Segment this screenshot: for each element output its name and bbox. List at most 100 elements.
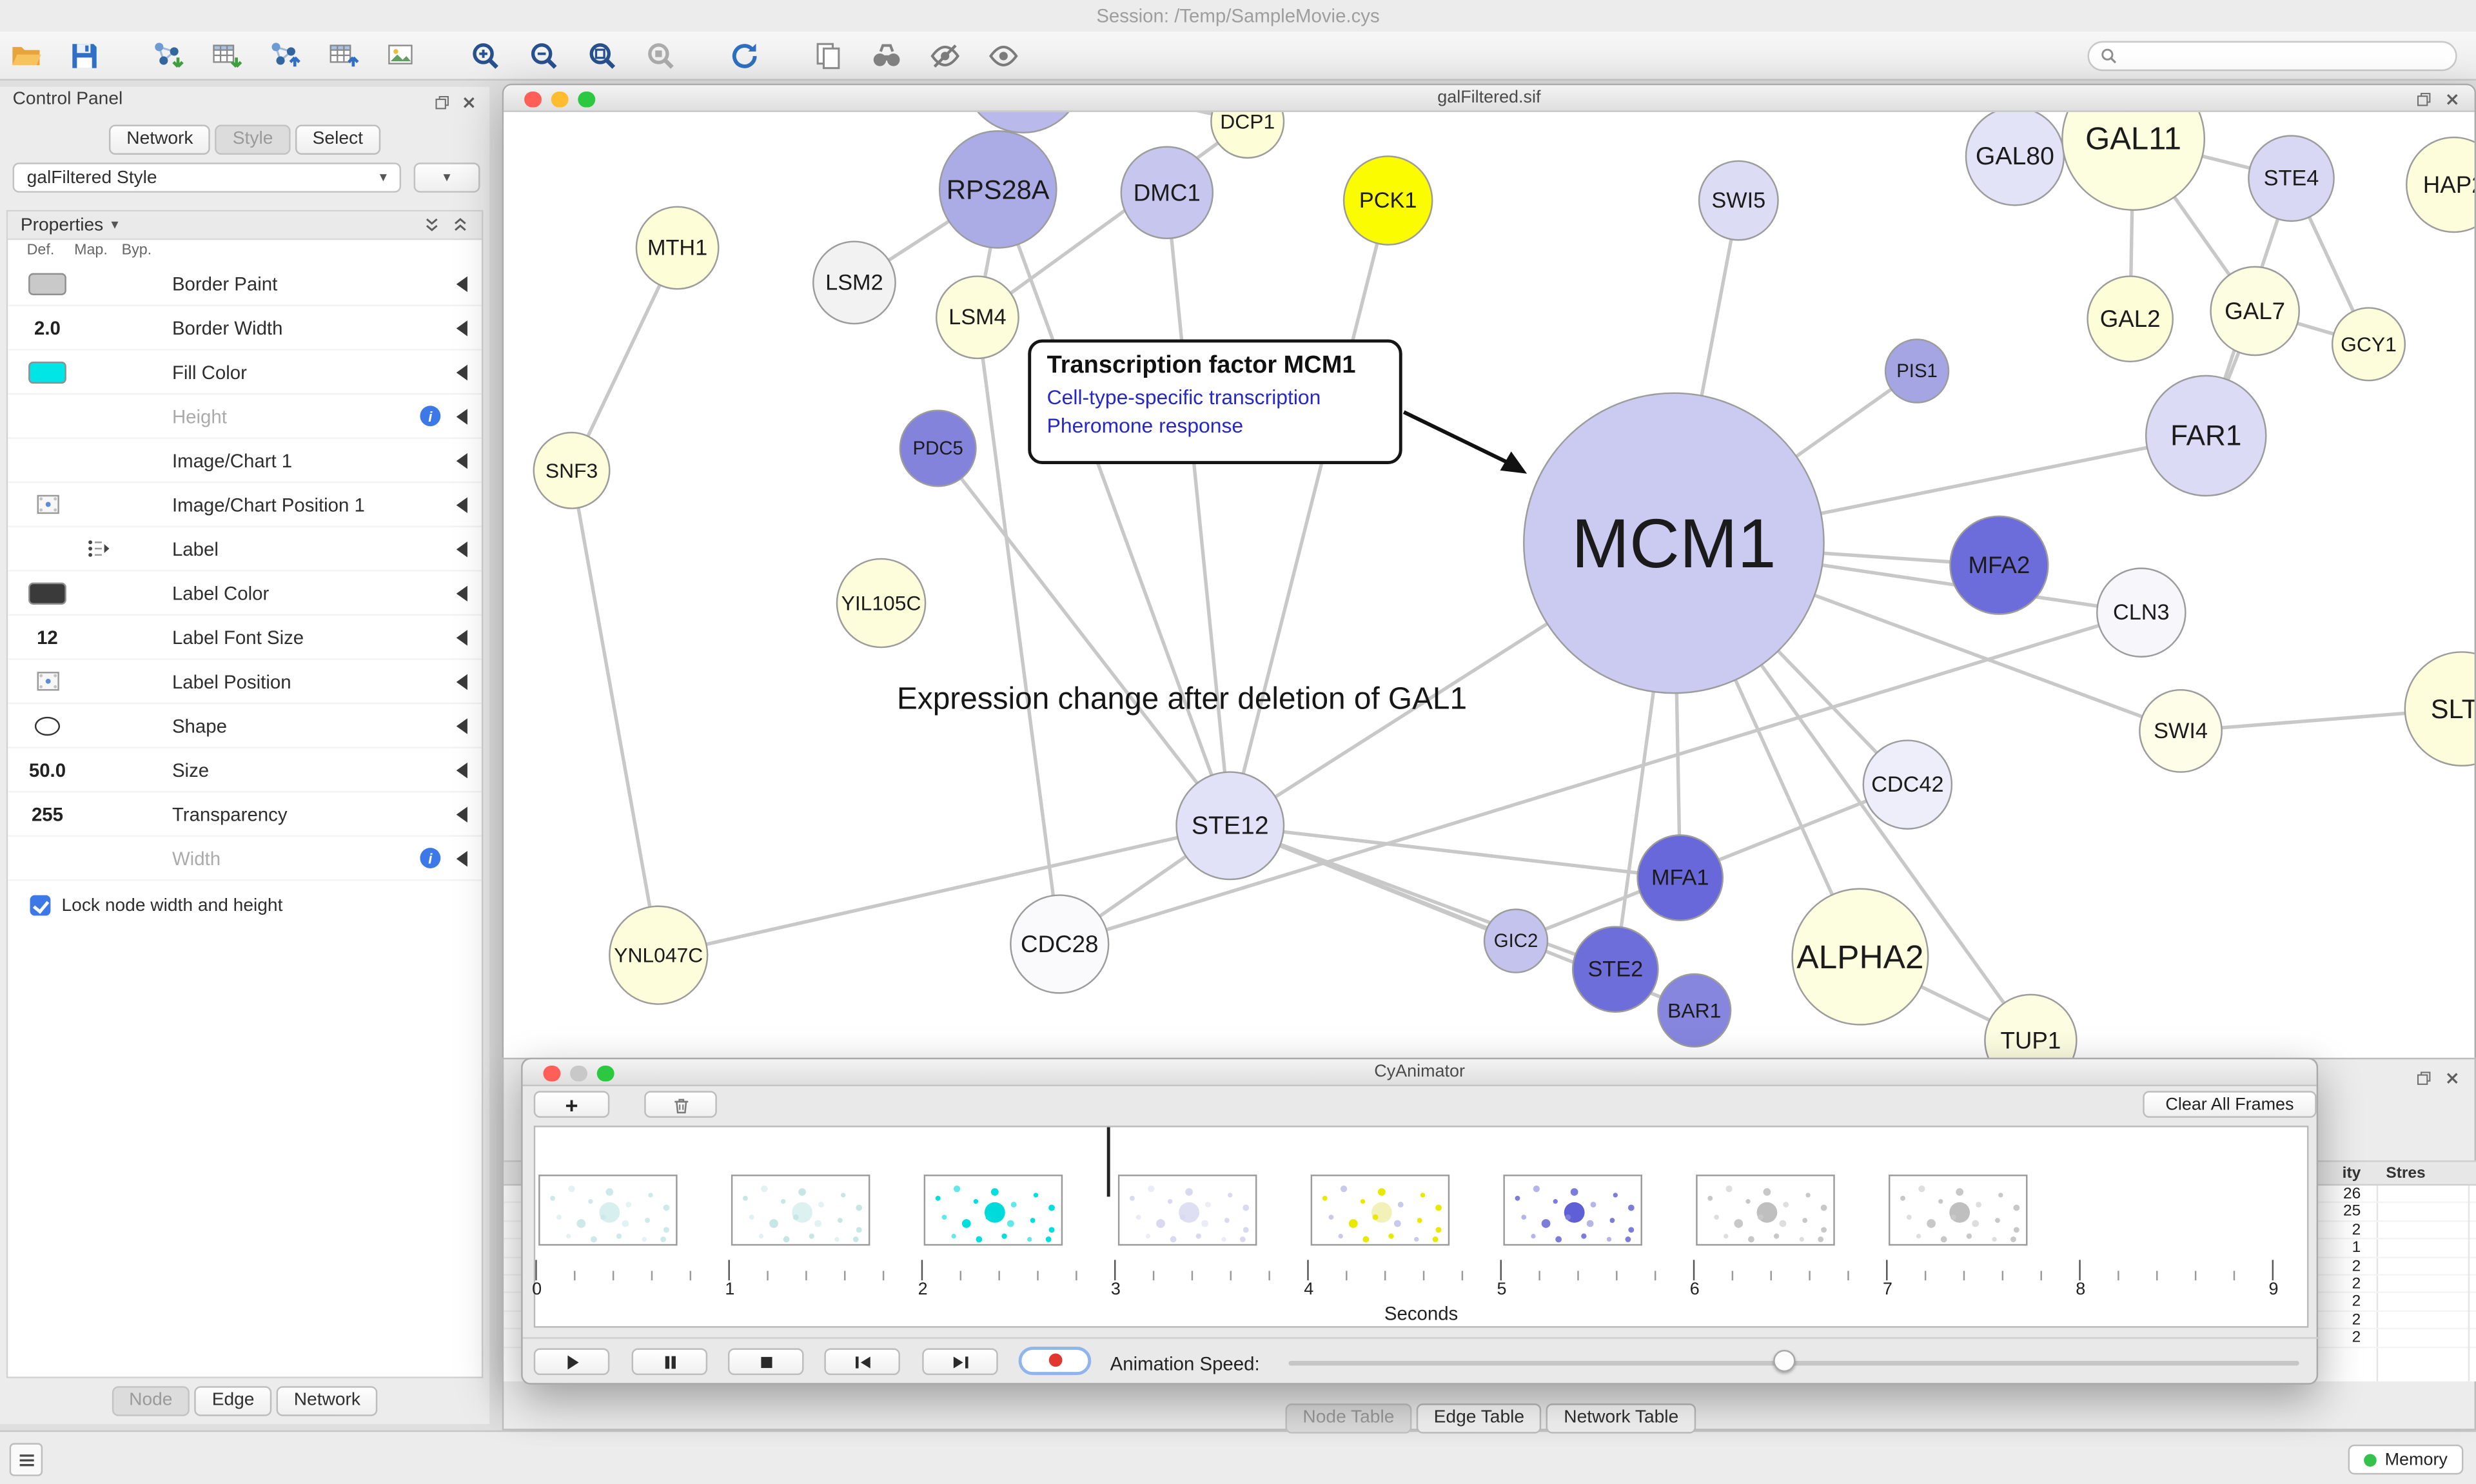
zoom-window-button[interactable] <box>578 90 595 108</box>
table-cell[interactable]: 2 <box>2352 1311 2361 1329</box>
node-LSM4[interactable]: LSM4 <box>936 275 1019 360</box>
expand-row-icon[interactable] <box>456 585 467 602</box>
color-swatch[interactable] <box>28 272 66 295</box>
frame-thumbnail-1[interactable] <box>538 1175 678 1246</box>
zoom-fit-icon[interactable] <box>584 38 619 73</box>
tab-network[interactable]: Network <box>276 1386 378 1416</box>
float-view-icon[interactable] <box>2413 89 2433 110</box>
property-row-label[interactable]: Label <box>8 527 482 572</box>
info-icon[interactable]: i <box>420 405 441 427</box>
node-MTH1[interactable]: MTH1 <box>635 206 720 290</box>
expand-row-icon[interactable] <box>456 497 467 513</box>
clear-all-frames-button[interactable]: Clear All Frames <box>2143 1091 2317 1118</box>
color-swatch[interactable] <box>28 360 66 383</box>
speed-slider-thumb[interactable] <box>1773 1349 1795 1372</box>
export-image-icon[interactable] <box>384 38 418 73</box>
node-MCM1[interactable]: MCM1 <box>1523 392 1825 694</box>
frame-thumbnail-5[interactable] <box>1310 1175 1449 1246</box>
property-row-fill-color[interactable]: Fill Color <box>8 351 482 395</box>
info-icon[interactable]: i <box>420 848 441 868</box>
tab-node-table[interactable]: Node Table <box>1285 1403 1412 1434</box>
minimize-window-button[interactable] <box>551 90 568 108</box>
table-cell[interactable]: 25 <box>2343 1204 2361 1222</box>
hide-selected-icon[interactable] <box>927 38 962 73</box>
expand-all-icon[interactable] <box>451 217 469 234</box>
import-table-icon[interactable] <box>208 38 243 73</box>
frame-thumbnail-6[interactable] <box>1503 1175 1642 1246</box>
zoom-window-button[interactable] <box>596 1064 614 1082</box>
float-table-panel-icon[interactable] <box>2413 1068 2433 1088</box>
table-cell[interactable]: 2 <box>2352 1293 2361 1311</box>
property-row-image-chart-1[interactable]: Image/Chart 1 <box>8 439 482 483</box>
checkbox-checked-icon[interactable] <box>30 895 51 916</box>
frame-thumbnail-3[interactable] <box>924 1175 1064 1246</box>
property-row-label-position[interactable]: Label Position <box>8 660 482 705</box>
close-table-panel-icon[interactable] <box>2441 1068 2462 1088</box>
node-MFA1[interactable]: MFA1 <box>1636 834 1724 921</box>
node-CLN3[interactable]: CLN3 <box>2096 567 2186 658</box>
zoom-out-icon[interactable] <box>526 38 561 73</box>
node-BAR1[interactable]: BAR1 <box>1657 973 1732 1048</box>
node-FAR1[interactable]: FAR1 <box>2145 375 2267 497</box>
table-column-header[interactable]: ity <box>2342 1165 2361 1183</box>
property-row-label-color[interactable]: Label Color <box>8 572 482 616</box>
node-GAL80[interactable]: GAL80 <box>1965 112 2065 206</box>
mapping-icon[interactable] <box>86 538 110 559</box>
save-session-icon[interactable] <box>66 38 101 73</box>
table-cell[interactable]: 2 <box>2352 1275 2361 1293</box>
color-swatch[interactable] <box>28 581 66 604</box>
search-box[interactable] <box>2087 41 2457 72</box>
clone-network-icon[interactable] <box>810 38 845 73</box>
tab-network-table[interactable]: Network Table <box>1546 1403 1696 1434</box>
search-input[interactable] <box>2123 46 2445 66</box>
node-HAP2[interactable]: HAP2 <box>2406 136 2475 233</box>
node-GIC2[interactable]: GIC2 <box>1483 908 1549 973</box>
add-frame-button[interactable]: + <box>533 1091 610 1118</box>
node-GAL7[interactable]: GAL7 <box>2210 266 2300 356</box>
node-STE2[interactable]: STE2 <box>1571 926 1659 1013</box>
open-session-icon[interactable] <box>8 38 43 73</box>
node-GAL11[interactable]: GAL11 <box>2061 112 2205 211</box>
expand-row-icon[interactable] <box>456 851 467 867</box>
expand-row-icon[interactable] <box>456 320 467 337</box>
tab-network[interactable]: Network <box>109 124 211 155</box>
node-GAL2[interactable]: GAL2 <box>2087 275 2174 363</box>
tab-edge[interactable]: Edge <box>194 1386 272 1416</box>
show-all-icon[interactable] <box>985 38 1020 73</box>
expand-row-icon[interactable] <box>456 276 467 293</box>
node-DCP1[interactable]: DCP1 <box>1210 112 1285 159</box>
annotation-box[interactable]: Transcription factor MCM1 Cell-type-spec… <box>1028 339 1402 465</box>
next-frame-button[interactable] <box>922 1348 998 1376</box>
node-YNL047C[interactable]: YNL047C <box>609 905 709 1005</box>
expand-row-icon[interactable] <box>456 762 467 779</box>
node-SNF3[interactable]: SNF3 <box>533 431 611 509</box>
export-table-icon[interactable] <box>325 38 360 73</box>
expand-row-icon[interactable] <box>456 630 467 646</box>
node-STE12[interactable]: STE12 <box>1175 771 1285 881</box>
cyanimator-titlebar[interactable]: CyAnimator <box>522 1059 2317 1086</box>
node-SLT2[interactable]: SLT2 <box>2404 651 2475 766</box>
table-cell[interactable]: 2 <box>2352 1221 2361 1239</box>
position-icon[interactable] <box>35 671 59 692</box>
node-PCK1[interactable]: PCK1 <box>1342 155 1433 246</box>
node-LSM2[interactable]: LSM2 <box>812 240 896 325</box>
annotation-link[interactable]: Cell-type-specific transcription <box>1046 385 1321 409</box>
close-window-button[interactable] <box>543 1064 560 1082</box>
position-icon[interactable] <box>35 494 59 515</box>
frame-thumbnail-4[interactable] <box>1117 1175 1257 1246</box>
node-RPS28B[interactable]: RPS28B <box>963 112 1083 133</box>
node-STE4[interactable]: STE4 <box>2248 135 2335 222</box>
previous-frame-button[interactable] <box>824 1348 900 1376</box>
frame-thumbnail-7[interactable] <box>1696 1175 1836 1246</box>
table-cell[interactable]: 2 <box>2352 1257 2361 1275</box>
playhead[interactable] <box>1106 1127 1110 1197</box>
node-GCY1[interactable]: GCY1 <box>2331 307 2406 382</box>
close-view-icon[interactable] <box>2441 89 2462 110</box>
zoom-selected-icon[interactable] <box>643 38 678 73</box>
node-YIL105C[interactable]: YIL105C <box>836 558 927 649</box>
zoom-in-icon[interactable] <box>467 38 502 73</box>
apply-layout-icon[interactable] <box>727 38 761 73</box>
pause-button[interactable] <box>631 1348 708 1376</box>
node-MFA2[interactable]: MFA2 <box>1949 515 2049 615</box>
